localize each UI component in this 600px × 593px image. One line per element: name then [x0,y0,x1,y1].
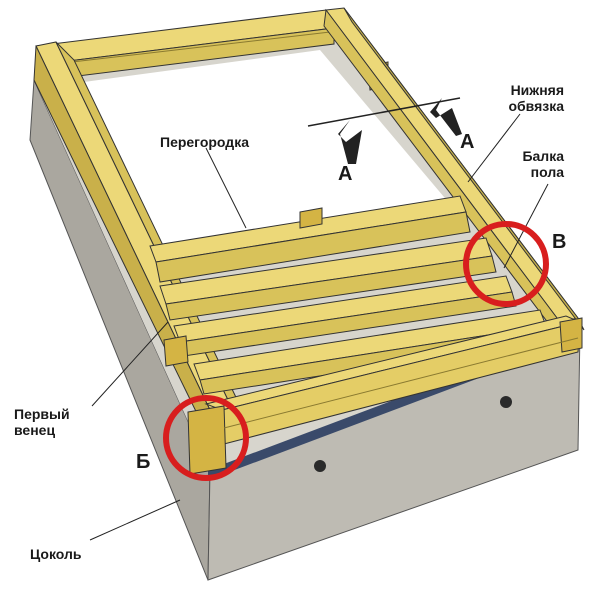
detail-circle-b [163,395,249,481]
floor-joist-2 [163,275,517,367]
partition-beam [149,195,471,283]
label-tsokol: Цоколь [30,546,82,562]
label-detail-b: Б [136,451,151,473]
label-section-a-left: А [338,163,353,185]
leader-tsokol [89,499,181,541]
label-section-a-right: А [460,131,475,153]
leader-peregorodka [205,147,247,229]
anchor-bolt [314,460,326,472]
anchor-bolt [500,396,512,408]
label-peregorodka: Перегородка [160,134,249,150]
label-detail-v: В [552,231,567,253]
label-balka-pola: Балка пола [522,148,564,180]
section-line-a-a [307,97,462,164]
leader-venets [91,321,169,407]
right-beam [323,7,585,338]
leader-obvyazka [467,113,521,183]
section-arrow-left [338,120,362,164]
detail-circle-v [463,221,549,307]
section-arrow-right [430,98,462,136]
leader-lines [89,113,549,541]
floor-joist-1 [159,237,497,321]
front-beam [187,315,583,475]
frame-opening [84,50,460,258]
label-perviy-venets: Первый венец [14,406,70,438]
label-nizhnyaya-obvyazka: Нижняя обвязка [508,82,564,114]
